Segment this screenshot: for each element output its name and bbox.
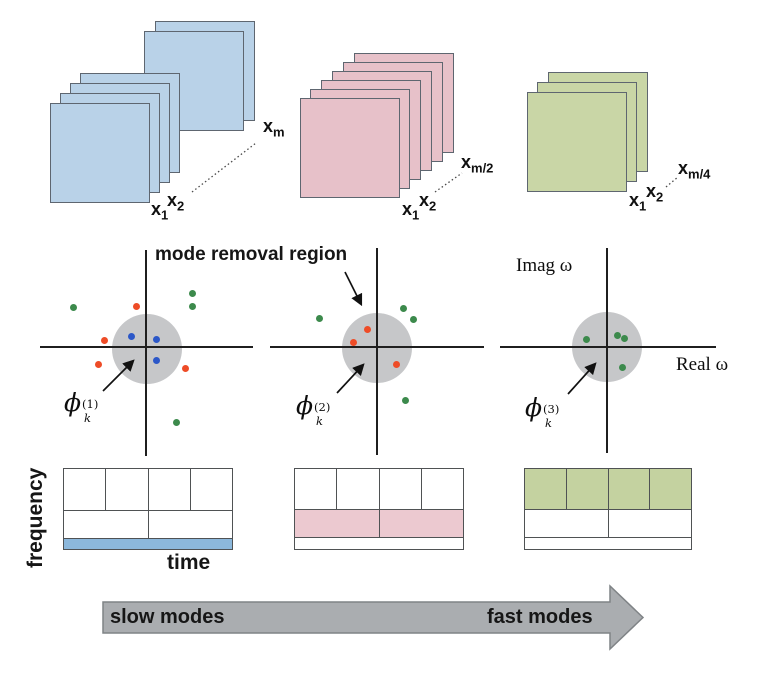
snapshot-label: x1 bbox=[151, 199, 169, 223]
dmd-mode-label: ϕ(2)k bbox=[296, 391, 331, 428]
eigenvalue-dot-green bbox=[582, 335, 590, 343]
tf-cell bbox=[105, 469, 148, 510]
snapshot-square-level-1-blue bbox=[50, 103, 150, 203]
time-axis-label: time bbox=[167, 551, 211, 574]
imag-axis-line bbox=[145, 250, 148, 456]
imag-axis-line bbox=[376, 248, 379, 455]
imag-axis-label: Imag ω bbox=[516, 255, 573, 276]
tf-cell bbox=[525, 510, 608, 537]
tf-cell bbox=[649, 469, 691, 509]
tf-cell bbox=[189, 469, 232, 510]
eigenvalue-dot-blue bbox=[152, 335, 160, 343]
snapshot-square-level-2-pink bbox=[300, 98, 400, 198]
eigenvalue-dot-red bbox=[181, 364, 189, 372]
tf-row bbox=[525, 469, 691, 509]
tf-cell bbox=[147, 469, 190, 510]
tf-cell bbox=[525, 538, 691, 549]
eigenvalue-dot-green bbox=[613, 331, 621, 339]
tf-cell bbox=[64, 511, 148, 538]
tf-cell bbox=[147, 511, 232, 538]
tf-cell bbox=[378, 469, 421, 509]
eigenvalue-dot-green bbox=[172, 418, 180, 426]
snapshot-label: x2 bbox=[167, 190, 185, 214]
tf-row bbox=[295, 509, 463, 537]
mode-removal-region-label: mode removal region bbox=[155, 244, 348, 265]
tf-cell bbox=[295, 538, 463, 549]
frequency-axis-label: frequency bbox=[24, 467, 47, 568]
dmd-mode-label: ϕ(1)k bbox=[64, 388, 99, 425]
tf-row bbox=[295, 469, 463, 509]
real-axis-label: Real ω bbox=[676, 354, 729, 375]
eigenvalue-dot-red bbox=[349, 338, 357, 346]
tf-cell bbox=[336, 469, 379, 509]
tf-cell bbox=[607, 469, 650, 509]
eigenvalue-dot-green bbox=[620, 334, 628, 342]
eigenvalue-dot-red bbox=[392, 360, 400, 368]
snapshot-label: xm bbox=[263, 116, 285, 140]
eigenvalue-dot-green bbox=[69, 303, 77, 311]
snapshot-label: x2 bbox=[646, 181, 664, 205]
tf-cell bbox=[295, 510, 379, 537]
tf-cell bbox=[295, 469, 337, 509]
snapshot-label: xm/2 bbox=[461, 152, 494, 176]
tf-row bbox=[525, 537, 691, 549]
eigenvalue-dot-green bbox=[401, 396, 409, 404]
eigenvalue-dot-green bbox=[409, 315, 417, 323]
snapshot-label: x1 bbox=[629, 190, 647, 214]
tf-cell bbox=[420, 469, 463, 509]
tf-cell bbox=[64, 539, 232, 549]
snapshot-square-level-3-green bbox=[527, 92, 627, 192]
slow-modes-label: slow modes bbox=[110, 606, 225, 628]
eigenvalue-dot-red bbox=[94, 360, 102, 368]
tf-cell bbox=[378, 510, 463, 537]
time-frequency-grid bbox=[63, 468, 233, 550]
tf-cell bbox=[64, 469, 106, 510]
eigenvalue-dot-blue bbox=[127, 332, 135, 340]
tf-cell bbox=[607, 510, 691, 537]
tf-row bbox=[64, 538, 232, 549]
eigenvalue-dot-green bbox=[188, 289, 196, 297]
snapshot-label: xm/4 bbox=[678, 158, 711, 182]
tf-cell bbox=[565, 469, 608, 509]
eigenvalue-dot-blue bbox=[152, 356, 160, 364]
eigenvalue-dot-green bbox=[618, 363, 626, 371]
tf-cell bbox=[525, 469, 566, 509]
dmd-mode-label: ϕ(3)k bbox=[525, 393, 560, 430]
eigenvalue-dot-green bbox=[315, 314, 323, 322]
imag-axis-line bbox=[606, 248, 609, 453]
tf-row bbox=[525, 509, 691, 537]
tf-row bbox=[64, 469, 232, 510]
tf-row bbox=[64, 510, 232, 538]
tf-row bbox=[295, 537, 463, 549]
time-frequency-grid bbox=[294, 468, 464, 550]
eigenvalue-dot-red bbox=[363, 325, 371, 333]
eigenvalue-dot-green bbox=[188, 302, 196, 310]
time-frequency-grid bbox=[524, 468, 692, 550]
snapshot-label: x1 bbox=[402, 199, 420, 223]
eigenvalue-dot-green bbox=[399, 304, 407, 312]
fast-modes-label: fast modes bbox=[487, 606, 593, 628]
eigenvalue-dot-red bbox=[132, 302, 140, 310]
eigenvalue-dot-red bbox=[100, 336, 108, 344]
snapshot-label: x2 bbox=[419, 190, 437, 214]
